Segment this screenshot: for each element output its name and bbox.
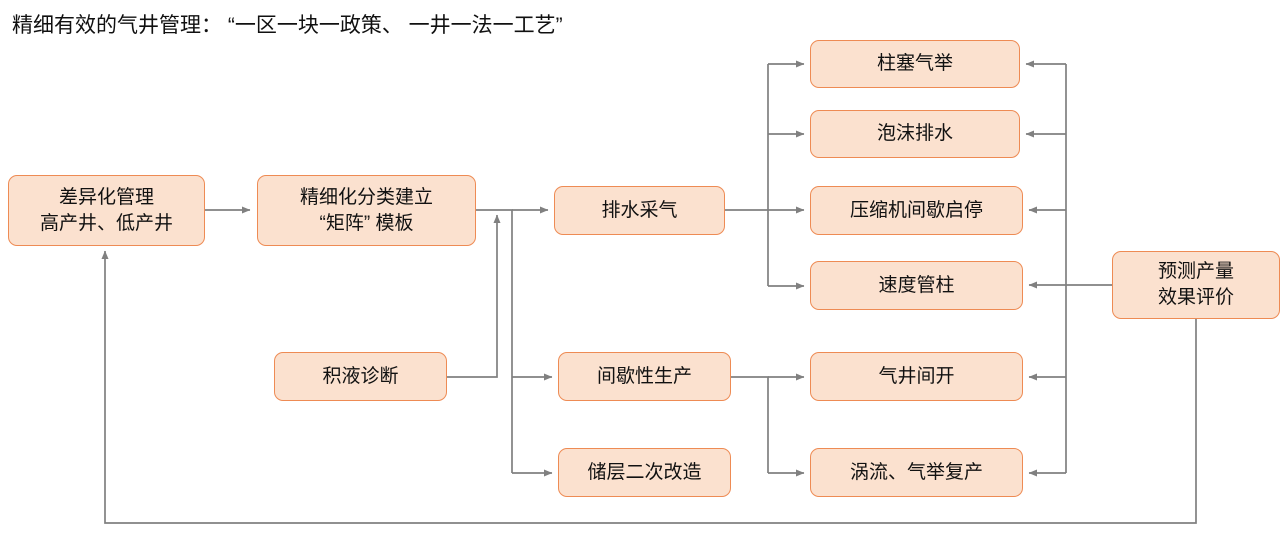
node-foam-drainage[interactable]: 泡沫排水: [810, 110, 1020, 158]
node-label: 储层二次改造: [587, 461, 702, 483]
node-label: 泡沫排水: [876, 123, 953, 144]
node-velocity-string[interactable]: 速度管柱: [810, 261, 1023, 310]
node-label: 预测产量 效果评价: [1157, 261, 1234, 308]
node-label: 积液诊断: [322, 365, 399, 387]
connector-drain-trunk: [725, 64, 769, 286]
node-plunger-gas-lift[interactable]: 柱塞气举: [810, 40, 1020, 88]
node-label: 间歇性生产: [596, 365, 692, 387]
node-label: 气井间开: [878, 365, 955, 387]
node-label: 排水采气: [601, 199, 678, 221]
node-label: 压缩机间歇启停: [849, 199, 983, 221]
node-forecast-evaluation[interactable]: 预测产量 效果评价: [1112, 251, 1280, 319]
connector-forecast-bus: [1065, 64, 1112, 473]
connector-intermittent-trunk: [731, 376, 769, 473]
node-label: 差异化管理 高产井、低产井: [39, 186, 173, 234]
node-diff-management[interactable]: 差异化管理 高产井、低产井: [8, 175, 205, 246]
node-label: 精细化分类建立 “矩阵” 模板: [299, 186, 433, 234]
node-label: 涡流、气举复产: [849, 461, 983, 483]
connector-fine-trunk: [476, 209, 513, 473]
node-vortex-gaslift-restoration[interactable]: 涡流、气举复产: [810, 448, 1023, 497]
node-intermittent-production[interactable]: 间歇性生产: [558, 352, 731, 401]
node-reservoir-restimulation[interactable]: 储层二次改造: [558, 448, 731, 497]
node-fine-classification[interactable]: 精细化分类建立 “矩阵” 模板: [257, 175, 476, 246]
node-label: 速度管柱: [878, 274, 955, 296]
node-label: 柱塞气举: [876, 53, 953, 74]
node-well-intermittent-opening[interactable]: 气井间开: [810, 352, 1023, 401]
page-title: 精细有效的气井管理： “一区一块一政策、 一井一法一工艺”: [12, 14, 563, 37]
node-compressor-cycling[interactable]: 压缩机间歇启停: [810, 186, 1023, 235]
node-liquid-diagnosis[interactable]: 积液诊断: [274, 352, 447, 401]
node-drain-gas-recovery[interactable]: 排水采气: [554, 186, 725, 235]
